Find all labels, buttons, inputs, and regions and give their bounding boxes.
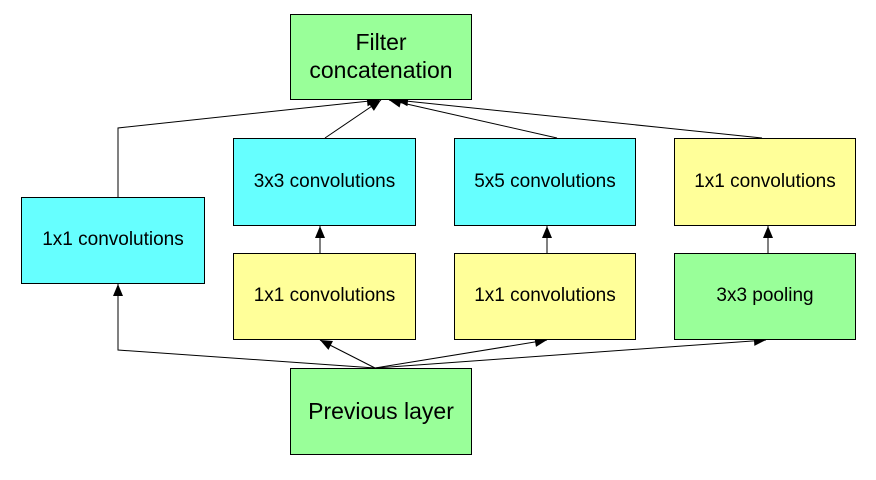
conv1x1-left-label: 1x1 convolutions	[42, 229, 184, 251]
conv5x5-node: 5x5 convolutions	[454, 138, 636, 226]
filter-concatenation-line2: concatenation	[309, 57, 453, 83]
edge-previous-to-pooling	[374, 335, 767, 369]
previous-layer-node: Previous layer	[290, 368, 472, 455]
filter-concatenation-node: Filter concatenation	[290, 14, 472, 100]
arrowhead-icon	[542, 226, 552, 238]
edge-reduce-3x3-to-conv3x3	[315, 226, 325, 253]
pooling-label: 3x3 pooling	[716, 285, 814, 307]
previous-layer-label: Previous layer	[308, 397, 454, 424]
arrowhead-icon	[320, 340, 333, 350]
conv3x3-label: 3x3 convolutions	[253, 170, 396, 192]
edge-pooling-to-conv1x1-right	[763, 226, 773, 253]
edge-line	[374, 339, 548, 369]
edge-conv1x1-right-to-filter	[395, 96, 763, 139]
conv1x1-left-node: 1x1 convolutions	[21, 197, 205, 284]
arrowhead-icon	[315, 226, 325, 238]
arrowhead-icon	[368, 100, 381, 111]
conv1x1-right-node: 1x1 convolutions	[674, 138, 856, 226]
arrowhead-icon	[113, 284, 123, 296]
edge-previous-to-conv1x1-left	[113, 284, 376, 369]
edge-line	[395, 99, 763, 139]
edge-reduce-5x5-to-conv5x5	[542, 226, 552, 253]
conv3x3-node: 3x3 convolutions	[233, 138, 416, 226]
edge-conv5x5-to-filter	[388, 97, 558, 139]
arrowhead-icon	[763, 226, 773, 238]
edge-line	[117, 284, 376, 369]
pooling-node: 3x3 pooling	[674, 253, 856, 340]
edge-previous-to-reduce-3x3	[319, 339, 376, 369]
filter-concatenation-line1: Filter	[355, 29, 407, 56]
reduce-3x3-label: 1x1 convolutions	[253, 285, 396, 307]
edge-line	[117, 99, 380, 197]
edge-line	[388, 99, 558, 139]
edge-previous-to-reduce-5x5	[374, 336, 548, 369]
reduce-3x3-node: 1x1 convolutions	[233, 253, 416, 340]
conv1x1-right-label: 1x1 convolutions	[694, 170, 836, 192]
conv5x5-label: 5x5 convolutions	[474, 170, 616, 192]
reduce-5x5-node: 1x1 convolutions	[454, 253, 636, 340]
edge-conv3x3-to-filter	[324, 99, 382, 139]
edge-line	[374, 339, 767, 369]
reduce-5x5-label: 1x1 convolutions	[474, 285, 616, 307]
